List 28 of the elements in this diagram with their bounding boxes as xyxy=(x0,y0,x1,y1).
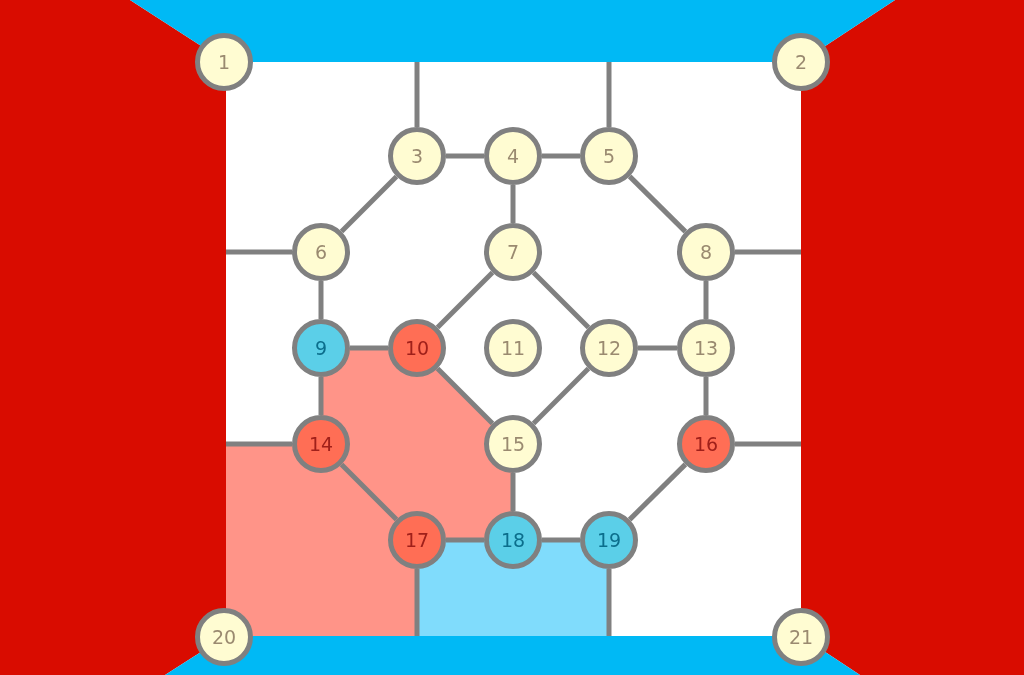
connector-line xyxy=(510,185,516,223)
connector-line xyxy=(735,249,801,255)
connector-line xyxy=(446,153,484,159)
connector-line xyxy=(339,174,399,234)
connector-line xyxy=(531,366,591,426)
connector-line xyxy=(606,62,612,127)
connector-line xyxy=(414,569,420,636)
connector-line xyxy=(627,462,688,522)
connector-line xyxy=(339,462,399,522)
connector-line xyxy=(638,345,677,351)
connector-line xyxy=(542,537,580,543)
connector-line xyxy=(435,270,495,330)
connector-line xyxy=(318,281,324,319)
connector-line xyxy=(446,537,484,543)
connector-line xyxy=(542,153,580,159)
connector-line xyxy=(318,377,324,415)
connector-line xyxy=(414,62,420,127)
connector-line xyxy=(627,174,688,234)
connector-line xyxy=(226,441,292,447)
connector-line xyxy=(510,473,516,511)
connector-line xyxy=(703,377,709,415)
connector-line xyxy=(531,270,591,330)
connector-line xyxy=(350,345,388,351)
connector-line xyxy=(435,366,495,426)
connector-line xyxy=(606,569,612,636)
connector-line xyxy=(703,281,709,319)
connector-line xyxy=(735,441,801,447)
connector-line xyxy=(226,249,292,255)
